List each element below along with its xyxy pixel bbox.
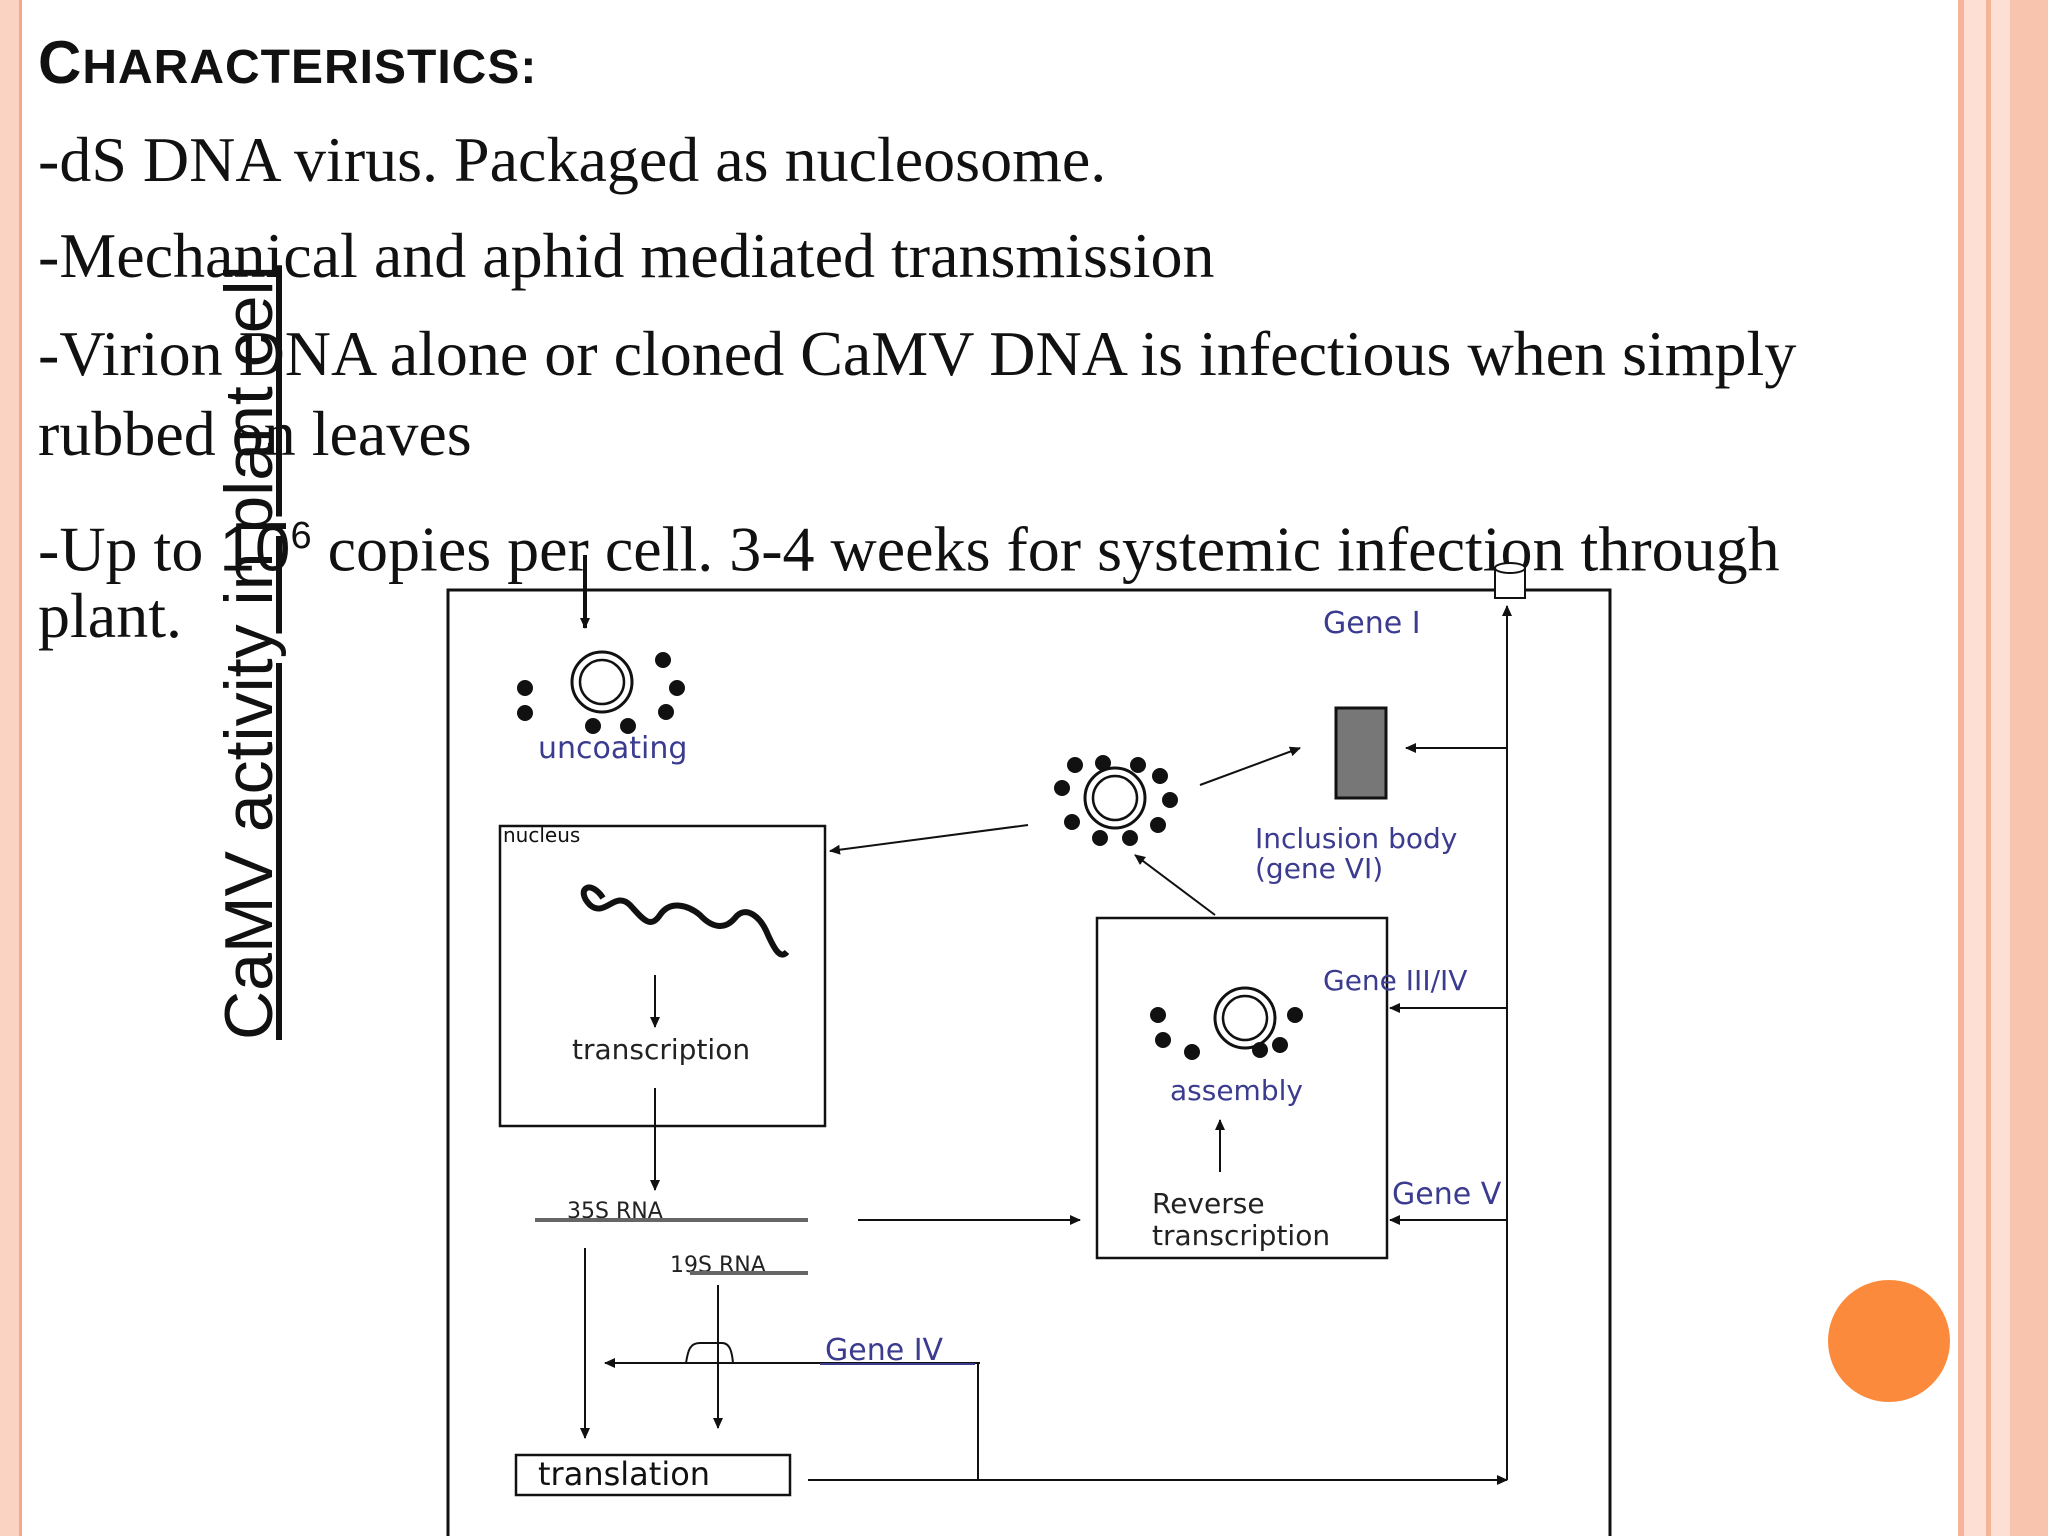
cylinder-icon — [1494, 562, 1526, 599]
label-translation: translation — [538, 1455, 710, 1493]
label-transcription: transcription — [572, 1033, 750, 1066]
label-reverse: Reverse — [1152, 1187, 1265, 1220]
label-uncoating: uncoating — [538, 731, 687, 766]
bullet-4: -Up to 106 copies per cell. 3-4 weeks fo… — [38, 512, 1780, 585]
bullet-2: -Mechanical and aphid mediated transmiss… — [38, 220, 1215, 291]
virion-mature-icon — [1054, 755, 1178, 846]
label-gene-v: Gene V — [1392, 1177, 1502, 1212]
label-gene-iv: Gene IV — [825, 1333, 944, 1368]
virion-uncoating-icon — [517, 650, 685, 734]
bullet-4-cont: plant. — [38, 580, 182, 651]
slide-title: CHARACTERISTICS: — [38, 29, 538, 96]
label-reverse-transcription: transcription — [1152, 1219, 1330, 1252]
label-gene-vi: (gene VI) — [1255, 852, 1383, 885]
dna-squiggle-icon — [580, 884, 790, 958]
label-gene-iii-iv: Gene III/IV — [1323, 964, 1467, 997]
cell-outline — [446, 588, 1612, 1536]
label-inclusion-body: Inclusion body — [1255, 822, 1457, 855]
orange-accent-dot — [1828, 1280, 1950, 1402]
nucleus-box — [498, 824, 827, 1128]
assembly-box — [1095, 916, 1389, 1260]
virion-assembly-icon — [1150, 986, 1303, 1060]
slide-border-right — [1958, 0, 2048, 1536]
slide-border-left — [0, 0, 22, 1536]
bullet-3-cont: rubbed on leaves — [38, 398, 472, 469]
bullet-3: -Virion DNA alone or cloned CaMV DNA is … — [38, 318, 1797, 389]
translation-box — [514, 1453, 792, 1497]
label-assembly: assembly — [1170, 1074, 1303, 1107]
label-gene-i: Gene I — [1323, 606, 1421, 641]
inclusion-body-box — [1334, 706, 1388, 800]
label-nucleus: nucleus — [503, 823, 580, 847]
bullet-1: -dS DNA virus. Packaged as nucleosome. — [38, 124, 1107, 195]
